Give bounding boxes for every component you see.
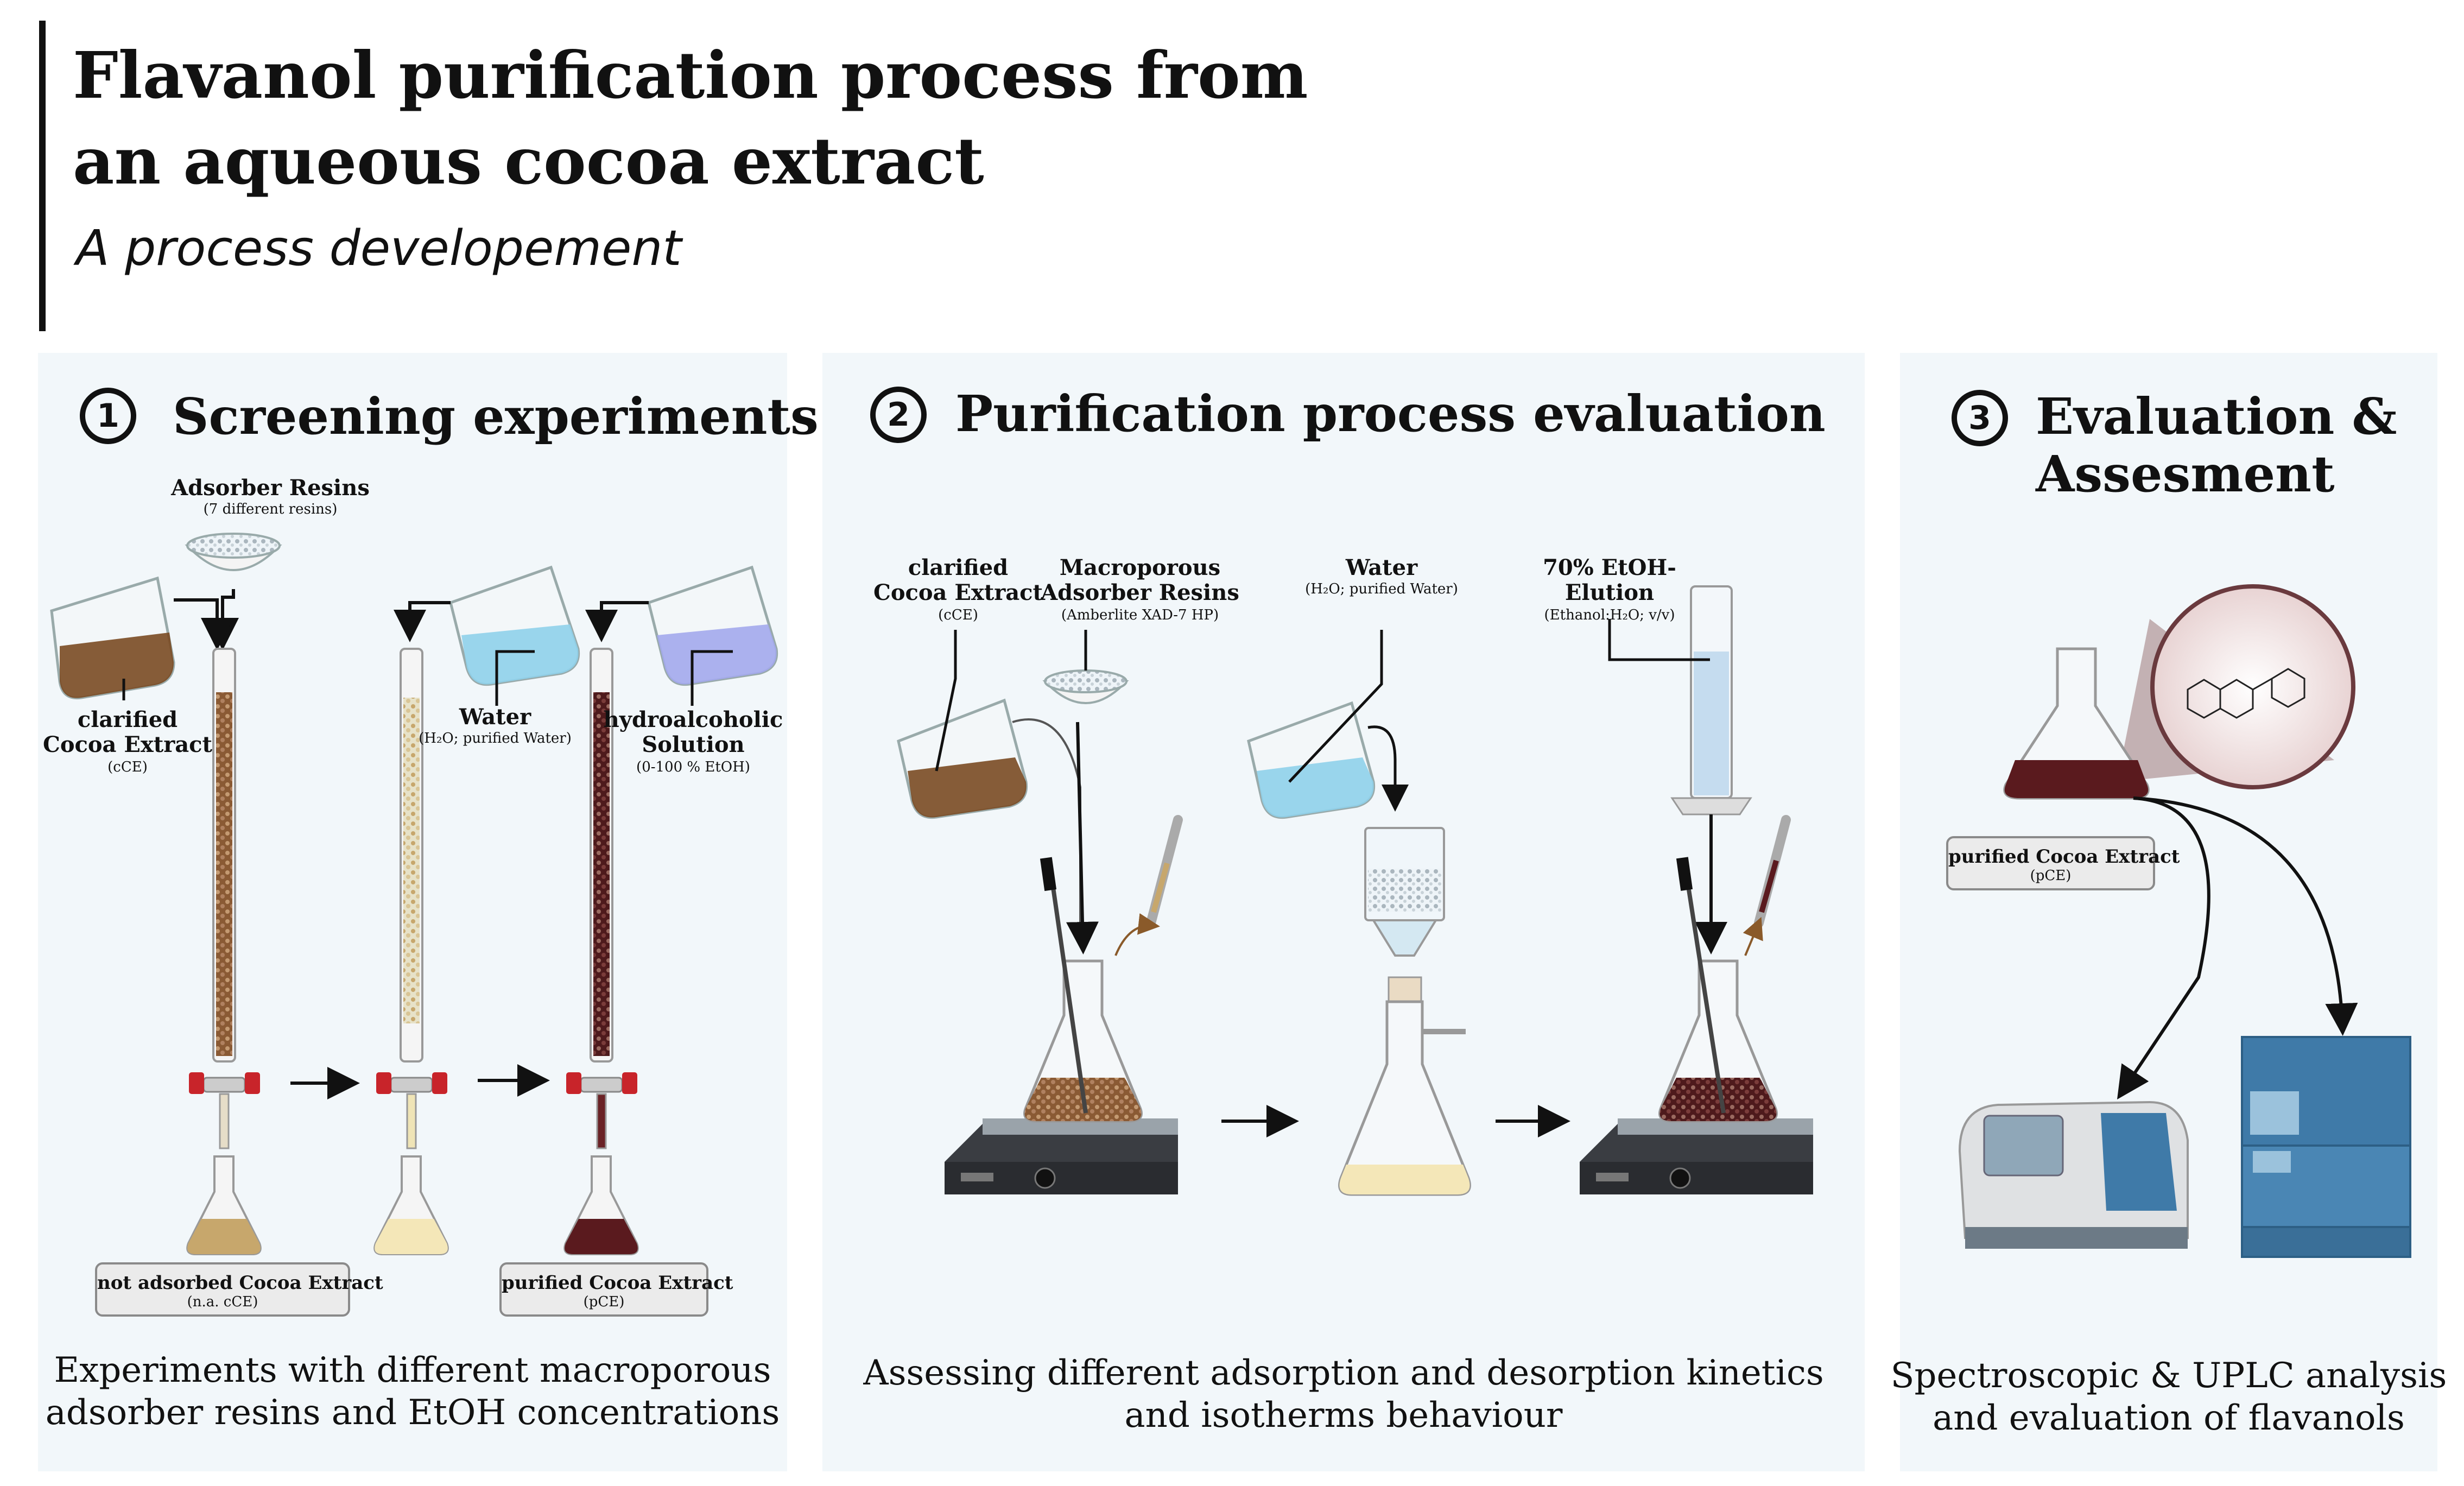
graduated-cylinder-icon <box>1670 585 1752 954</box>
water-sub: (H₂O; purified Water) <box>419 730 572 747</box>
panel1-caption-line1: Experiments with different macroporous <box>54 1350 771 1390</box>
flask-water-fraction-icon <box>373 1155 449 1255</box>
macroporous-line1: Macroporous <box>1059 555 1221 580</box>
stirring-plate-2-icon <box>1580 1118 1813 1194</box>
not-adsorbed-sub: (n.a. cCE) <box>187 1294 258 1310</box>
erlenmeyer-cocoa-icon <box>1023 857 1143 1123</box>
panel2-caption-line2: and isotherms behaviour <box>1124 1395 1563 1436</box>
column-3-icon <box>566 648 637 1149</box>
flavanol-structure-icon <box>2187 668 2305 719</box>
hydroalcoholic-label-line1: hydroalcoholic <box>603 707 783 732</box>
panel1-caption-line2: adsorber resins and EtOH concentrations <box>45 1393 780 1433</box>
beaker-hydroalcoholic-icon <box>647 565 778 686</box>
p2-resin-bowl-icon <box>1042 669 1129 704</box>
panel-evaluation <box>1900 353 2437 1471</box>
page-subtitle: A process developement <box>76 220 682 277</box>
p2-water-sub: (H₂O; purified Water) <box>1305 581 1458 597</box>
clarified-label-line1: clarified <box>77 707 178 732</box>
panel1-title: Screening experiments <box>173 387 819 446</box>
panel2-caption-line1: Assessing different adsorption and desor… <box>863 1353 1824 1393</box>
clarified-sub: (cCE) <box>107 759 148 775</box>
panel3-caption-line1: Spectroscopic & UPLC analysis <box>1890 1356 2447 1396</box>
purified-sub-p1: (pCE) <box>583 1294 625 1310</box>
etoh-line2: Elution <box>1564 580 1655 605</box>
macroporous-sub: (Amberlite XAD-7 HP) <box>1061 607 1219 623</box>
etoh-line1: 70% EtOH- <box>1543 555 1676 580</box>
page-title-line2: an aqueous cocoa extract <box>73 123 984 199</box>
p2-beaker-cocoa-icon <box>897 698 1028 819</box>
uplc-system-icon <box>2241 1036 2411 1258</box>
title-accent-bar <box>39 21 46 331</box>
step-number-1: 1 <box>80 388 136 444</box>
panel3-caption-line2: and evaluation of flavanols <box>1933 1398 2405 1438</box>
purified-sub-p3: (pCE) <box>2030 868 2072 884</box>
hydroalcoholic-sub: (0-100 % EtOH) <box>636 759 750 775</box>
stirring-plate-1-icon <box>945 1118 1178 1194</box>
p2-clarified-line2: Cocoa Extract <box>873 580 1043 605</box>
molecule-zoom-icon <box>2150 584 2355 789</box>
purified-box-p3: purified Cocoa Extract (pCE) <box>1946 836 2180 890</box>
column-2-icon <box>376 648 447 1149</box>
purified-title-p3: purified Cocoa Extract <box>1948 846 2180 868</box>
clarified-label-line2: Cocoa Extract <box>42 732 213 757</box>
beaker-water-icon <box>449 565 580 686</box>
beaker-cocoa-icon <box>50 576 175 700</box>
not-adsorbed-title: not adsorbed Cocoa Extract <box>97 1272 383 1294</box>
erlenmeyer-purified-icon <box>1658 857 1778 1123</box>
not-adsorbed-box: not adsorbed Cocoa Extract (n.a. cCE) <box>95 1262 383 1317</box>
pipette-2-icon <box>1754 815 1791 928</box>
etoh-sub: (Ethanol:H₂O; v/v) <box>1544 607 1675 623</box>
purified-title-p1: purified Cocoa Extract <box>502 1272 733 1294</box>
p3-erlenmeyer-purified-icon <box>2003 647 2150 800</box>
panel3-title-line2: Assesment <box>2036 445 2335 503</box>
flask-not-adsorbed-icon <box>186 1155 262 1255</box>
step-number-3: 3 <box>1952 390 2008 446</box>
adsorber-resins-label: Adsorber Resins <box>171 475 370 501</box>
p2-clarified-line1: clarified <box>908 555 1009 580</box>
p2-clarified-sub: (cCE) <box>938 607 978 623</box>
adsorber-resins-sub: (7 different resins) <box>203 501 338 517</box>
resin-bowl-icon <box>185 533 282 571</box>
water-label: Water <box>459 704 531 730</box>
pipette-1-icon <box>1146 815 1183 928</box>
p2-water-label: Water <box>1345 555 1418 580</box>
page-title-line1: Flavanol purification process from <box>73 37 1308 113</box>
panel2-title: Purification process evaluation <box>955 384 1826 443</box>
filtration-flask-icon <box>1338 827 1471 1196</box>
spectrophotometer-icon <box>1958 1101 2189 1249</box>
purified-box-p1: purified Cocoa Extract (pCE) <box>499 1262 733 1317</box>
flask-purified-icon <box>563 1155 639 1255</box>
column-1-icon <box>189 648 260 1149</box>
hydroalcoholic-label-line2: Solution <box>642 732 745 757</box>
step-number-2: 2 <box>870 387 927 443</box>
macroporous-line2: Adsorber Resins <box>1041 580 1239 605</box>
panel3-title-line1: Evaluation & <box>2036 387 2397 446</box>
